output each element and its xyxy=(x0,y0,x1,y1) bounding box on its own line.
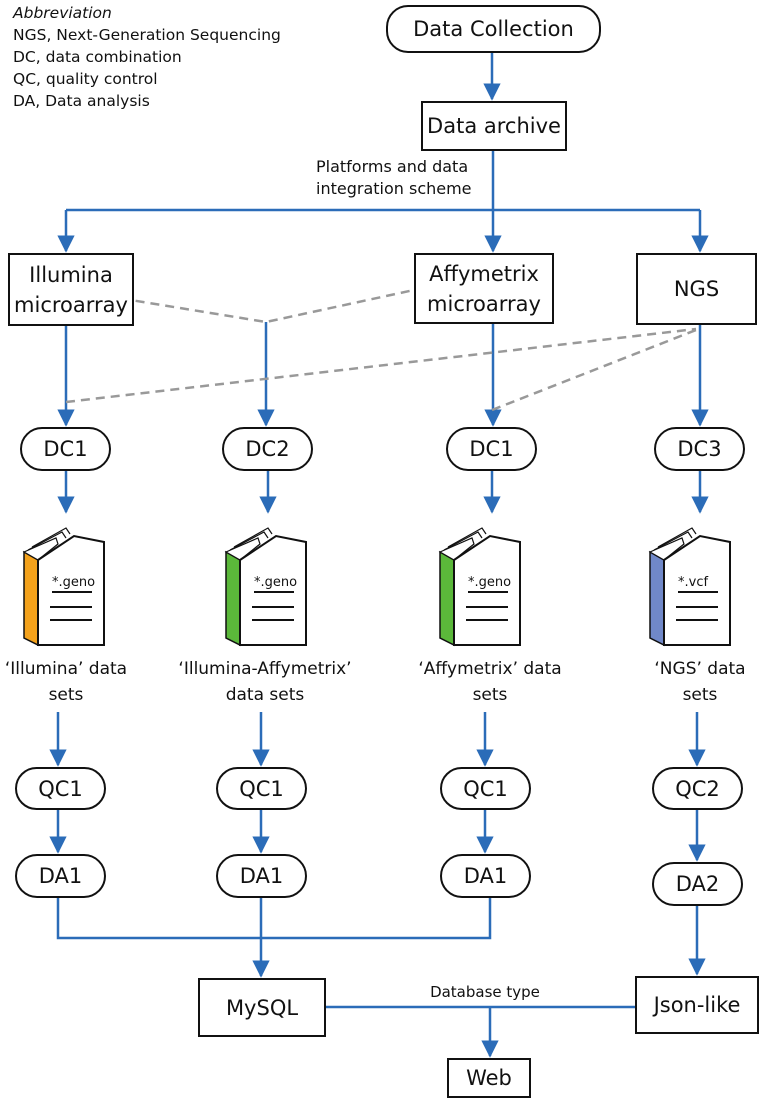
page-edge xyxy=(447,527,487,548)
da2-node: DA2 xyxy=(652,862,743,906)
page-fold xyxy=(648,537,685,561)
document-icon: *.geno xyxy=(224,527,307,647)
page-edge xyxy=(443,531,483,551)
page-spine xyxy=(439,550,455,647)
dashed-link xyxy=(65,327,697,404)
da1-illumina-affymetrix-node: DA1 xyxy=(216,854,307,898)
dc3-node: DC3 xyxy=(654,427,745,471)
qc2-node: QC2 xyxy=(652,767,743,810)
page-edge xyxy=(229,531,269,551)
abbreviation-item: DC, data combination xyxy=(13,48,182,66)
dc1-affymetrix-node: DC1 xyxy=(446,427,537,471)
page-edge xyxy=(27,531,67,551)
dataset-caption-illumina-affymetrix: ‘Illumina-Affymetrix’ data sets xyxy=(178,659,352,705)
database-type-label: Database type xyxy=(430,983,540,1001)
dataset-caption-ngs: ‘NGS’ data sets xyxy=(654,659,746,705)
document-icons: *.geno *.geno *.geno *.vcf xyxy=(22,527,731,647)
page-spine xyxy=(225,550,241,647)
abbreviation-title: Abbreviation xyxy=(13,4,112,22)
page-front xyxy=(239,534,307,646)
abbreviation-item: NGS, Next-Generation Sequencing xyxy=(13,26,281,44)
platforms-label: Platforms and data integration scheme xyxy=(316,157,472,198)
affymetrix-node: Affymetrix microarray xyxy=(414,253,554,324)
file-extension-label: *.geno xyxy=(52,575,95,590)
file-extension-label: *.geno xyxy=(254,575,297,590)
page-fold xyxy=(22,537,59,561)
dataset-caption-illumina: ‘Illumina’ data sets xyxy=(4,659,128,705)
dc2-node: DC2 xyxy=(222,427,313,471)
da1-illumina-node: DA1 xyxy=(15,854,106,898)
mysql-node: MySQL xyxy=(198,978,326,1037)
dashed-link xyxy=(491,328,697,412)
ngs-node: NGS xyxy=(636,253,757,325)
page-front xyxy=(37,534,105,646)
qc1-illumina-affymetrix-node: QC1 xyxy=(216,767,307,810)
data-collection-node: Data Collection xyxy=(386,5,601,53)
web-node: Web xyxy=(447,1058,531,1098)
dc1-illumina-node: DC1 xyxy=(20,427,111,471)
qc1-illumina-node: QC1 xyxy=(15,767,106,810)
page-front xyxy=(453,534,521,646)
flow-line xyxy=(56,898,492,940)
json-like-node: Json-like xyxy=(635,976,759,1034)
abbreviation-item: QC, quality control xyxy=(13,70,158,88)
data-archive-node: Data archive xyxy=(421,101,567,151)
document-icon: *.geno xyxy=(438,527,521,647)
page-fold xyxy=(224,537,261,561)
page-edge xyxy=(233,527,273,548)
page-spine xyxy=(649,550,665,647)
da1-affymetrix-node: DA1 xyxy=(440,854,531,898)
connectors xyxy=(49,53,709,1058)
document-icon: *.vcf xyxy=(648,527,731,647)
abbreviation-item: DA, Data analysis xyxy=(13,92,150,110)
page-spine xyxy=(23,550,39,647)
abbreviation-legend: Abbreviation NGS, Next-Generation Sequen… xyxy=(13,2,281,112)
file-extension-label: *.vcf xyxy=(678,575,708,590)
dataset-caption-affymetrix: ‘Affymetrix’ data sets xyxy=(418,659,562,705)
document-icon: *.geno xyxy=(22,527,105,647)
page-edge xyxy=(657,527,697,548)
dashed-links xyxy=(65,288,697,412)
file-extension-label: *.geno xyxy=(468,575,511,590)
qc1-affymetrix-node: QC1 xyxy=(440,767,531,810)
page-edge xyxy=(31,527,71,548)
page-fold xyxy=(438,537,475,561)
illumina-node: Illumina microarray xyxy=(8,253,134,326)
page-front xyxy=(663,534,731,646)
dashed-link xyxy=(105,288,415,324)
page-edge xyxy=(653,531,693,551)
